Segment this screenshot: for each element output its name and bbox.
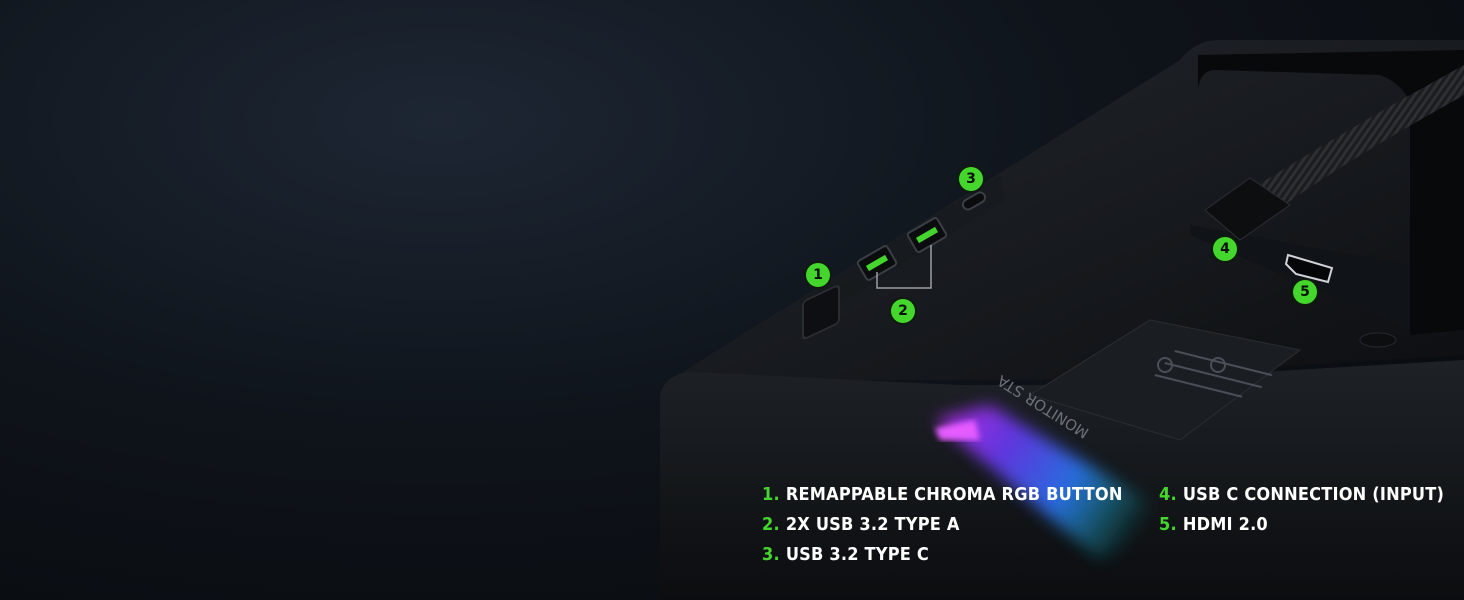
- legend-number: 2.: [762, 514, 780, 535]
- chroma-button: [802, 285, 840, 340]
- legend-number: 3.: [762, 544, 780, 565]
- legend-left-column: 1.REMAPPABLE CHROMA RGB BUTTON 2.2X USB …: [762, 480, 1123, 570]
- stand-top-surface: [670, 40, 1464, 380]
- usb-c-plug: [1204, 177, 1291, 241]
- legend-item-4: 4.USB C CONNECTION (INPUT): [1159, 480, 1444, 510]
- callout-badge-3: 3: [959, 167, 983, 191]
- legend-number: 1.: [762, 484, 780, 505]
- legend-right-column: 4.USB C CONNECTION (INPUT) 5.HDMI 2.0: [1159, 480, 1444, 540]
- legend-item-3: 3.USB 3.2 TYPE C: [762, 540, 1123, 570]
- legend-item-5: 5.HDMI 2.0: [1159, 510, 1444, 540]
- callout-badge-2: 2: [891, 299, 915, 323]
- legend-item-1: 1.REMAPPABLE CHROMA RGB BUTTON: [762, 480, 1123, 510]
- legend-label: 2X USB 3.2 TYPE A: [785, 514, 960, 535]
- legend-label: USB 3.2 TYPE C: [785, 544, 929, 565]
- callout-badge-4: 4: [1213, 237, 1237, 261]
- legend-label: REMAPPABLE CHROMA RGB BUTTON: [785, 484, 1123, 505]
- legend-label: USB C CONNECTION (INPUT): [1182, 484, 1445, 505]
- legend-number: 5.: [1159, 514, 1177, 535]
- usb-c-port: [961, 191, 987, 211]
- hdmi-port: [1284, 253, 1334, 284]
- braided-cable: [1250, 65, 1464, 215]
- legend-label: HDMI 2.0: [1182, 514, 1268, 535]
- callout-badge-1: 1: [806, 263, 830, 287]
- callout-badge-5: 5: [1293, 280, 1317, 304]
- legend-number: 4.: [1159, 484, 1177, 505]
- legend-item-2: 2.2X USB 3.2 TYPE A: [762, 510, 1123, 540]
- regulatory-label-plate: [1028, 319, 1302, 441]
